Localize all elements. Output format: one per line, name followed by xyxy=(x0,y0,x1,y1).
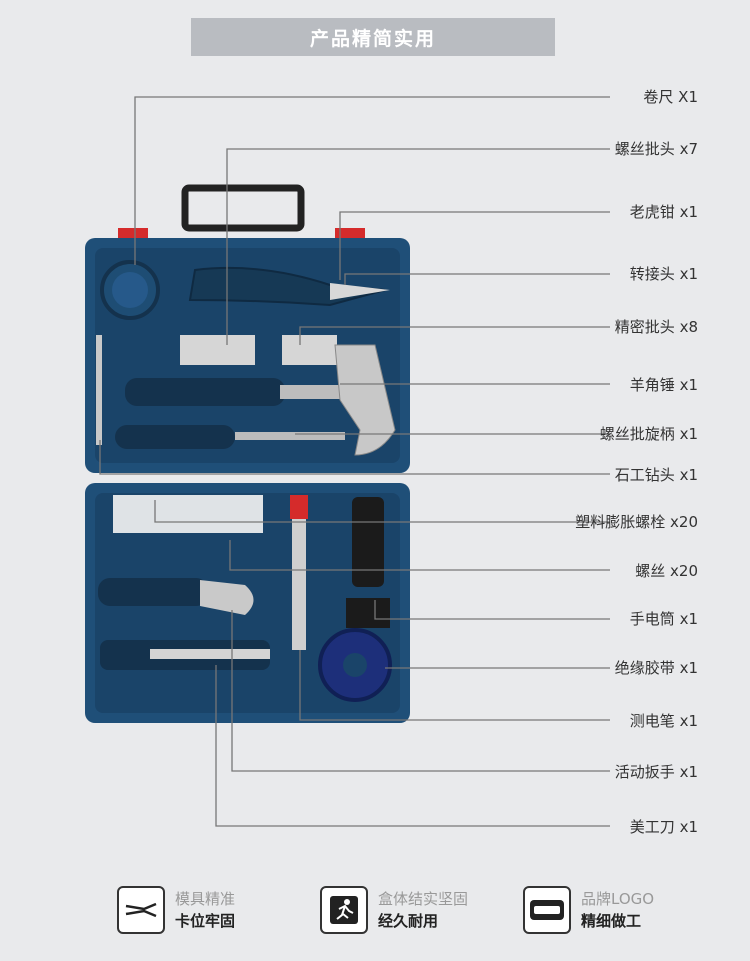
screwdriver-handle xyxy=(115,425,235,449)
section-title-banner: 产品精简实用 xyxy=(191,18,555,56)
feature-line2: 经久耐用 xyxy=(378,912,439,930)
feature-line2: 精细做工 xyxy=(581,912,642,930)
wrench-handle xyxy=(98,578,208,606)
precision-bits xyxy=(282,335,337,365)
label-screws: 螺丝 x20 xyxy=(635,562,698,580)
label-flashlight: 手电筒 x1 xyxy=(629,610,698,628)
bosch-logo-icon xyxy=(523,886,571,934)
label-adjustable-wrench: 活动扳手 x1 xyxy=(614,763,698,781)
feature-brand-logo: 品牌LOGO 精细做工 xyxy=(523,886,654,934)
anchors-compartment xyxy=(113,495,263,533)
label-masonry-drill-bit: 石工钻头 x1 xyxy=(614,466,698,484)
label-claw-hammer: 羊角锤 x1 xyxy=(629,376,698,394)
label-screwdriver-handle: 螺丝批旋柄 x1 xyxy=(599,425,698,443)
flashlight xyxy=(352,497,384,587)
hammer-head xyxy=(334,344,396,456)
label-precision-bits: 精密批头 x8 xyxy=(614,318,698,336)
feature-sturdy-case: 盒体结实坚固 经久耐用 xyxy=(320,886,468,934)
running-man-icon xyxy=(320,886,368,934)
label-voltage-tester: 测电笔 x1 xyxy=(629,712,698,730)
bit-set xyxy=(180,335,255,365)
toolbox-illustration xyxy=(85,96,610,827)
feature-line1: 品牌LOGO xyxy=(581,890,655,908)
label-utility-knife: 美工刀 x1 xyxy=(629,818,698,836)
label-pliers: 老虎钳 x1 xyxy=(629,203,698,221)
label-tape-measure: 卷尺 X1 xyxy=(643,88,698,106)
leader-lines xyxy=(99,96,610,827)
label-screwdriver-bits: 螺丝批头 x7 xyxy=(614,140,698,158)
feature-line1: 模具精准 xyxy=(175,890,236,908)
label-insulation-tape: 绝缘胶带 x1 xyxy=(614,659,698,677)
feature-line2: 卡位牢固 xyxy=(175,912,236,930)
drill-bit xyxy=(96,335,102,445)
hammer-handle xyxy=(125,378,285,406)
pliers-icon xyxy=(117,886,165,934)
voltage-tester xyxy=(292,495,306,650)
label-adapter: 转接头 x1 xyxy=(629,265,698,283)
label-plastic-anchors: 塑料膨胀螺栓 x20 xyxy=(575,513,698,531)
feature-line1: 盒体结实坚固 xyxy=(378,890,469,908)
feature-precise-mold: 模具精准 卡位牢固 xyxy=(117,886,235,934)
